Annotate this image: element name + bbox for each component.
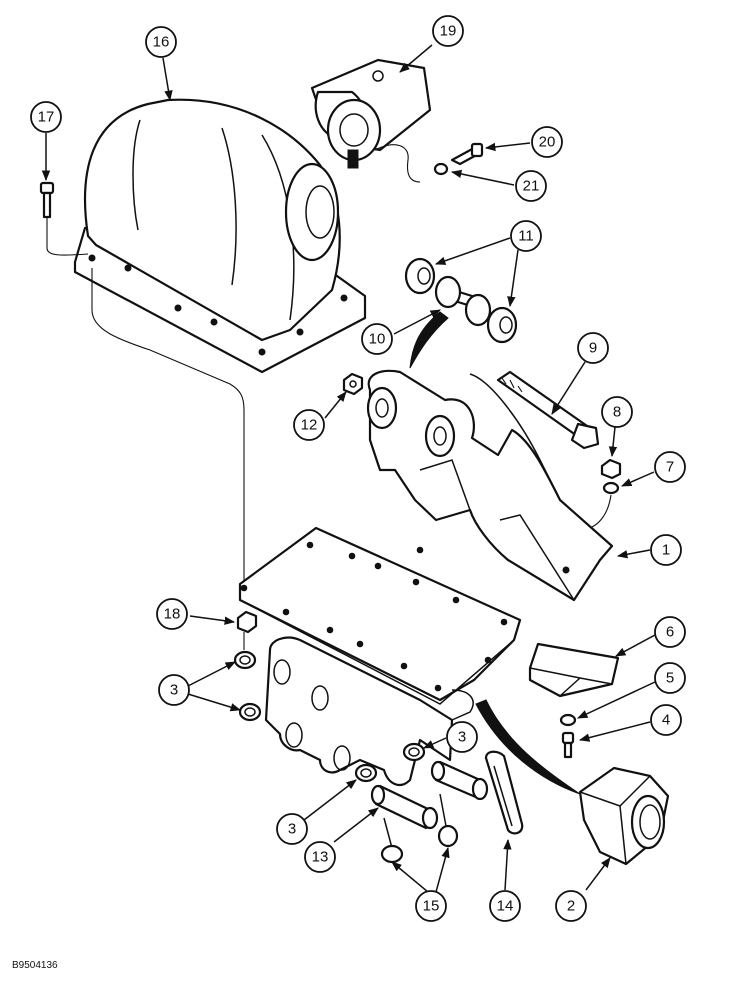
- svg-text:6: 6: [666, 624, 674, 641]
- svg-text:13: 13: [312, 849, 329, 866]
- callout-3-right: 3: [446, 721, 478, 753]
- svg-text:11: 11: [518, 228, 534, 245]
- svg-text:8: 8: [613, 404, 621, 421]
- callout-18: 18: [156, 598, 188, 630]
- bushing-3-bottom: [354, 763, 378, 783]
- assembly-arrow-lower: [475, 699, 581, 795]
- callout-12: 12: [293, 409, 325, 441]
- nut-12: [342, 372, 364, 396]
- callout-4: 4: [650, 704, 682, 736]
- callout-16: 16: [145, 26, 177, 58]
- callout-20: 20: [531, 126, 563, 158]
- svg-text:12: 12: [301, 417, 318, 434]
- alignment-lines: [91, 268, 245, 650]
- callout-8: 8: [601, 396, 633, 428]
- svg-text:15: 15: [423, 898, 440, 915]
- callout-15: 15: [415, 890, 447, 922]
- lynch-pin-15-left: [380, 817, 404, 864]
- washer-5: [559, 713, 577, 727]
- hydraulic-pump: [310, 58, 432, 183]
- svg-text:4: 4: [662, 712, 670, 729]
- nut-18: [236, 610, 258, 634]
- callout-14: 14: [489, 890, 521, 922]
- bushing-3-lower: [238, 702, 262, 722]
- callout-1: 1: [650, 534, 682, 566]
- callout-3-left: 3: [158, 674, 190, 706]
- pin-13-left: [370, 784, 439, 830]
- spacer-10: [434, 275, 492, 327]
- callout-19: 19: [432, 15, 464, 47]
- seal-14: [484, 750, 524, 835]
- bolt-4: [561, 731, 575, 759]
- svg-text:5: 5: [666, 670, 674, 687]
- bushing-3-upper: [233, 650, 257, 670]
- svg-text:3: 3: [288, 821, 296, 838]
- svg-text:2: 2: [567, 898, 575, 915]
- svg-text:3: 3: [170, 682, 178, 699]
- callout-9: 9: [577, 332, 609, 364]
- svg-text:18: 18: [164, 606, 181, 623]
- lynch-pin-15-right: [437, 793, 459, 848]
- bushing-11-right: [486, 306, 518, 344]
- washer-7: [602, 481, 620, 495]
- bushing-11-left: [404, 257, 436, 295]
- svg-text:3: 3: [458, 729, 466, 746]
- callout-6: 6: [654, 616, 686, 648]
- svg-text:10: 10: [369, 331, 386, 348]
- mounting-bracket: [366, 369, 614, 666]
- bolt-17: [39, 181, 89, 256]
- gearbox-housing: [73, 98, 367, 374]
- callout-13: 13: [304, 841, 336, 873]
- svg-text:16: 16: [153, 34, 170, 51]
- figure-reference-code: B9504136: [12, 960, 58, 971]
- cylinder-cap: [578, 766, 670, 866]
- svg-text:7: 7: [666, 459, 674, 476]
- callout-2: 2: [555, 890, 587, 922]
- pivot-bolt: [496, 370, 600, 450]
- rubber-pad: [528, 642, 620, 698]
- svg-text:19: 19: [440, 23, 457, 40]
- swivel-plate: [238, 526, 522, 705]
- nut-8: [600, 458, 622, 480]
- callout-21: 21: [515, 170, 547, 202]
- svg-text:1: 1: [662, 542, 670, 559]
- callout-5: 5: [654, 662, 686, 694]
- callout-11: 11: [510, 220, 542, 252]
- svg-text:20: 20: [539, 134, 556, 151]
- bolt-20: [450, 142, 484, 166]
- assembly-arrow-upper: [409, 311, 449, 369]
- pin-13-right: [430, 760, 489, 801]
- svg-text:21: 21: [523, 178, 540, 195]
- svg-text:17: 17: [38, 109, 55, 126]
- bushing-3-right: [402, 742, 426, 762]
- washer-21: [433, 162, 449, 176]
- leader-lines: [41, 44, 656, 893]
- svg-text:9: 9: [589, 340, 597, 357]
- svg-text:14: 14: [497, 898, 514, 915]
- callout-3-bottom: 3: [276, 813, 308, 845]
- callout-7: 7: [654, 451, 686, 483]
- callout-17: 17: [30, 101, 62, 133]
- callout-10: 10: [361, 323, 393, 355]
